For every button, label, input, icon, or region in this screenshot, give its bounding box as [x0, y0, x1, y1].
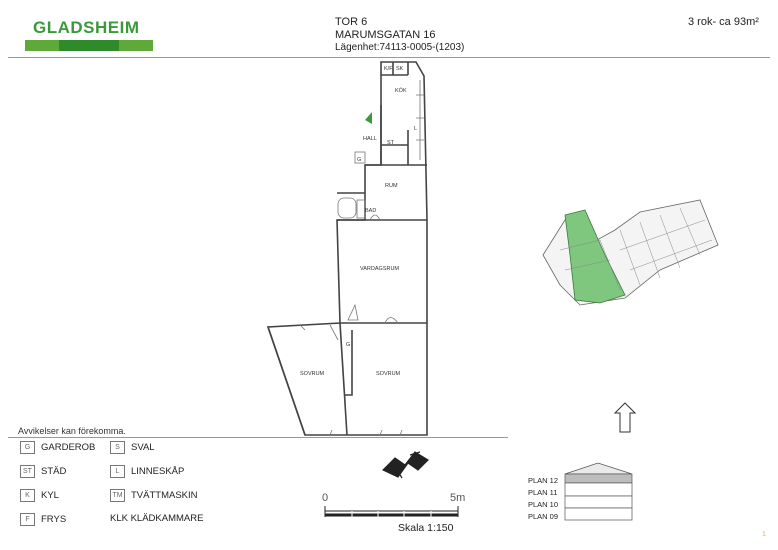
apartment-size: 3 rok- ca 93m²: [688, 16, 759, 28]
apartment-number: Lägenhet:74113-0005-(1203): [335, 42, 465, 53]
legend-item: G GARDEROB: [20, 441, 95, 454]
scale-bar: 0 5m: [322, 492, 465, 517]
legend-label: TVÄTTMASKIN: [131, 490, 198, 501]
room-label-kok: KÖK: [395, 87, 407, 94]
project-name: TOR 6: [335, 16, 368, 28]
room-label-hall: HALL: [363, 136, 377, 142]
brand-logo: GLADSHEIM: [33, 18, 140, 37]
level-label: PLAN 10: [528, 500, 559, 509]
room-label-kf: K/F: [384, 66, 393, 72]
scale-end: 5m: [450, 492, 465, 504]
legend-label: KYL: [41, 490, 59, 501]
room-label-g2: G: [346, 342, 350, 348]
room-label-bad: BAD: [365, 208, 376, 214]
legend-code: K: [20, 489, 35, 502]
north-arrow-icon: [613, 402, 637, 433]
legend-item: KLK KLÄDKAMMARE: [110, 513, 203, 524]
logo-bar: [25, 40, 153, 51]
room-label-vardagsrum: VARDAGSRUM: [360, 266, 399, 272]
legend-code: L: [110, 465, 125, 478]
scale-start: 0: [322, 492, 328, 504]
key-plan: [542, 199, 719, 306]
legend-divider: [8, 437, 508, 438]
legend-code: F: [20, 513, 35, 526]
street-address: MARUMSGATAN 16: [335, 29, 436, 41]
level-label: PLAN 11: [528, 488, 558, 497]
legend-label: SVAL: [131, 442, 155, 453]
level-indicator: [564, 462, 633, 521]
room-label-sovrum-2: SOVRUM: [376, 371, 401, 377]
legend-item: K KYL: [20, 489, 59, 502]
room-label-st: ST: [387, 140, 395, 146]
legend-label: FRYS: [41, 514, 67, 525]
page-marker: 1: [762, 531, 766, 538]
legend-item: S SVAL: [110, 441, 155, 454]
legend-code: G: [20, 441, 35, 454]
level-label: PLAN 12: [528, 476, 559, 485]
legend-label: GARDEROB: [41, 442, 96, 453]
room-label-g1: G: [357, 157, 361, 163]
legend-item: L LINNESKÅP: [110, 465, 184, 478]
legend-label: LINNESKÅP: [131, 466, 185, 477]
room-label-l: L: [414, 126, 417, 132]
legend-item: ST STÄD: [20, 465, 66, 478]
room-label-sovrum-1: SOVRUM: [300, 371, 325, 377]
legend-code: ST: [20, 465, 35, 478]
legend-item: F FRYS: [20, 513, 66, 526]
legend-label: KLK KLÄDKAMMARE: [110, 513, 204, 524]
legend-code: TM: [110, 489, 125, 502]
orientation-symbol-icon: [381, 451, 429, 479]
room-label-rum: RUM: [385, 183, 398, 189]
legend-label: STÄD: [41, 466, 67, 477]
scale-label: Skala 1:150: [398, 522, 454, 534]
header-divider: [8, 57, 770, 58]
legend-code: S: [110, 441, 125, 454]
legend-item: TM TVÄTTMASKIN: [110, 489, 198, 502]
room-label-sk: SK: [396, 66, 404, 72]
level-label: PLAN 09: [528, 512, 559, 521]
disclaimer: Avvikelser kan förekomma.: [18, 426, 126, 436]
